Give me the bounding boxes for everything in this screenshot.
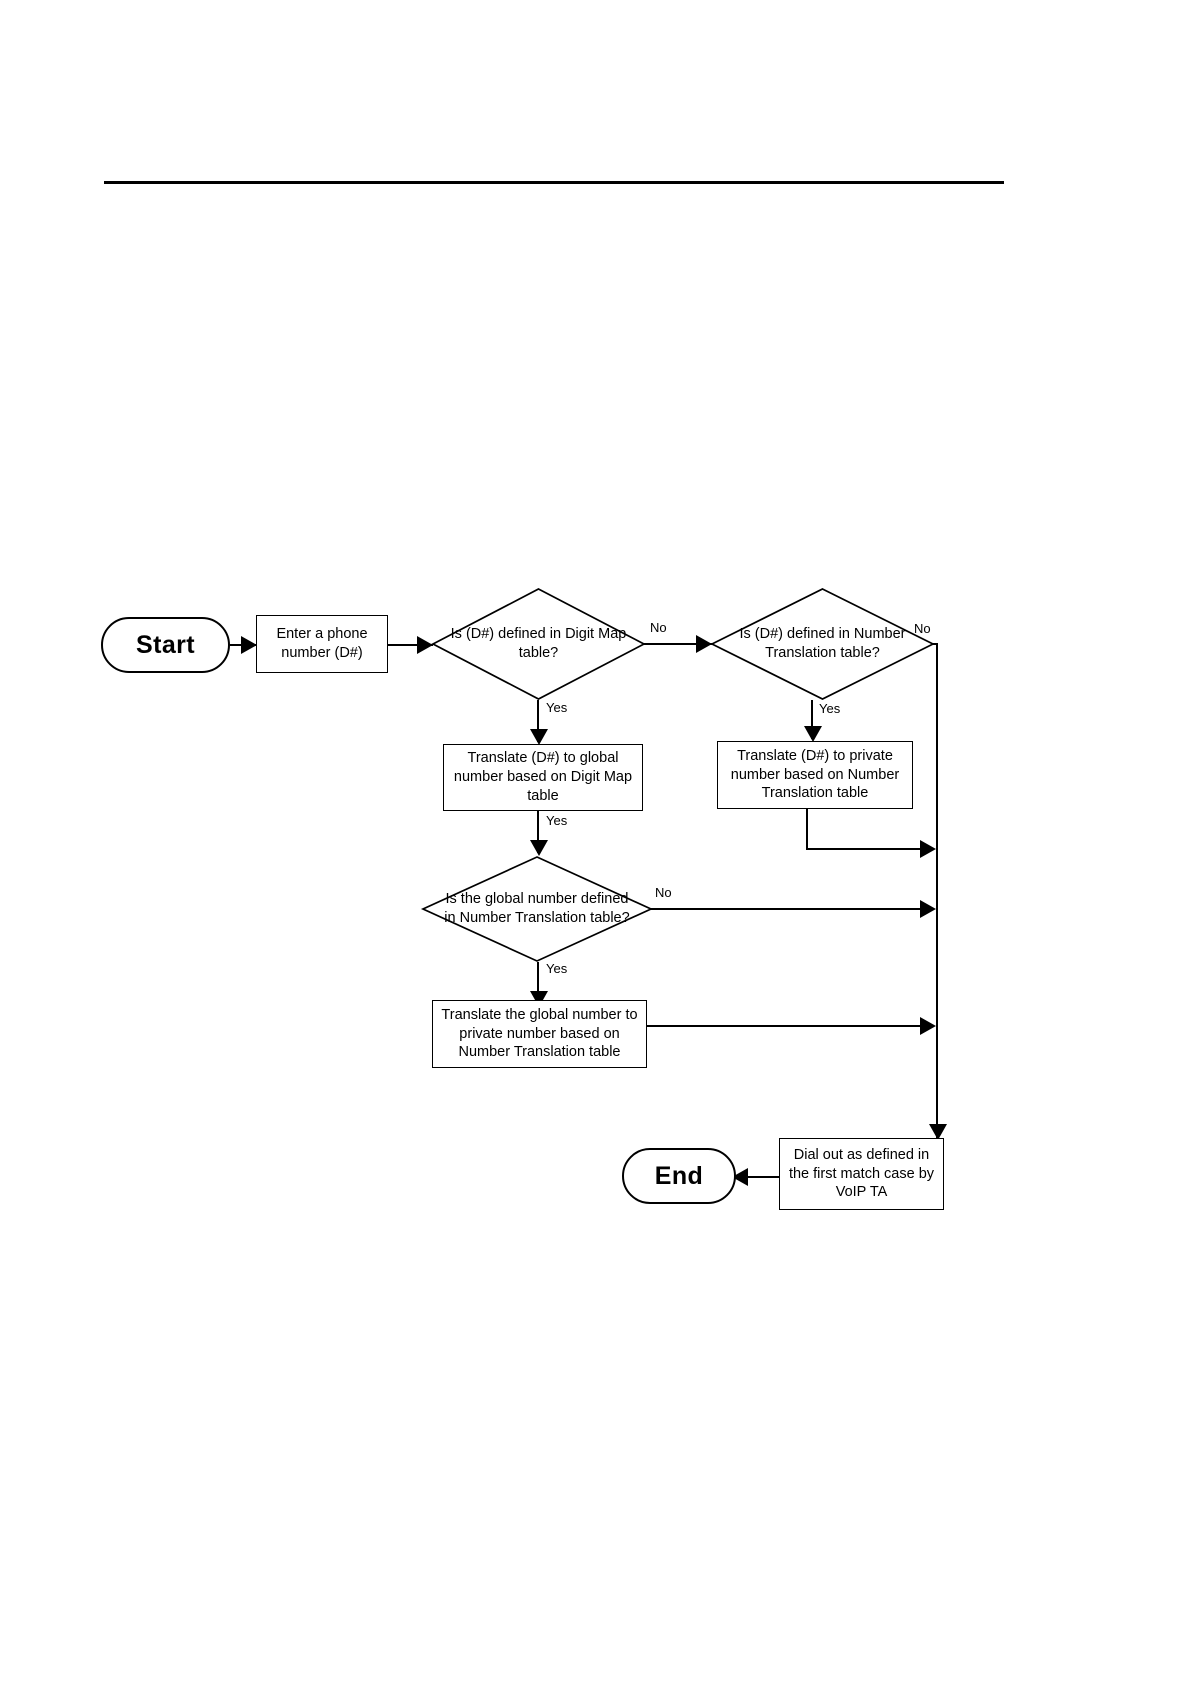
node-translate-global: Translate (D#) to global number based on… [443, 744, 643, 811]
node-decision-digit-map: Is (D#) defined in Digit Map table? [431, 588, 646, 700]
node-decision-global-in-nt: Is the global number defined in Number T… [420, 856, 654, 962]
node-dial-out: Dial out as defined in the first match c… [779, 1138, 944, 1210]
edge-globalpriv-right [647, 1025, 927, 1027]
edge-digitmap-yes [537, 700, 539, 742]
edge-nt-no-v [936, 643, 938, 1138]
edge-global-nt-no [651, 908, 927, 910]
edge-private-down [806, 809, 808, 850]
edge-label-global-nt-yes: Yes [546, 961, 568, 976]
arrowhead-enter-to-digitmap [417, 636, 433, 654]
decision-number-translation-shape [710, 588, 935, 700]
node-dial-out-label: Dial out as defined in the first match c… [788, 1146, 935, 1201]
node-end-label: End [654, 1161, 704, 1190]
arrowhead-global-nt-no [920, 900, 936, 918]
edge-enter-to-digitmap [388, 644, 433, 646]
node-enter-number-label: Enter a phone number (D#) [276, 626, 368, 661]
edge-nt-no-h [932, 643, 938, 645]
node-translate-private-label: Translate (D#) to private number based o… [730, 747, 900, 802]
arrowhead-start-to-enter [241, 636, 257, 654]
node-start-label: Start [136, 630, 195, 659]
edge-nt-yes [811, 700, 813, 739]
edge-label-global-nt-no: No [655, 885, 672, 900]
arrowhead-dialout-to-end [732, 1168, 748, 1186]
node-end: End [622, 1148, 736, 1204]
edge-global-nt-yes [537, 962, 539, 1004]
arrowhead-nt-yes [804, 726, 822, 742]
edge-digitmap-no [644, 643, 712, 645]
node-translate-private: Translate (D#) to private number based o… [717, 741, 913, 809]
arrowhead-nt-no-down [929, 1124, 947, 1140]
edge-global-yes [537, 811, 539, 853]
arrowhead-digitmap-yes [530, 729, 548, 745]
edge-label-digitmap-yes: Yes [546, 700, 568, 715]
node-enter-number: Enter a phone number (D#) [256, 615, 388, 673]
arrowhead-private-to-main [920, 840, 936, 858]
decision-digit-map-shape [431, 588, 646, 700]
edge-label-nt-no: No [914, 621, 931, 636]
arrowhead-global-yes [530, 840, 548, 856]
edge-dialout-to-end [737, 1176, 780, 1178]
header-divider [104, 181, 1004, 184]
node-start: Start [101, 617, 230, 673]
node-decision-number-translation: Is (D#) defined in Number Translation ta… [710, 588, 935, 700]
edge-label-nt-yes: Yes [819, 701, 841, 716]
node-translate-global-to-private-label: Translate the global number to private n… [441, 1006, 638, 1061]
edge-private-right [806, 848, 927, 850]
edge-label-digitmap-no: No [650, 620, 667, 635]
node-translate-global-to-private: Translate the global number to private n… [432, 1000, 647, 1068]
arrowhead-globalpriv-to-main [920, 1017, 936, 1035]
edge-label-global-yes: Yes [546, 813, 568, 828]
arrowhead-digitmap-no [696, 635, 712, 653]
node-translate-global-label: Translate (D#) to global number based on… [453, 750, 633, 804]
decision-global-in-nt-shape [420, 856, 654, 962]
